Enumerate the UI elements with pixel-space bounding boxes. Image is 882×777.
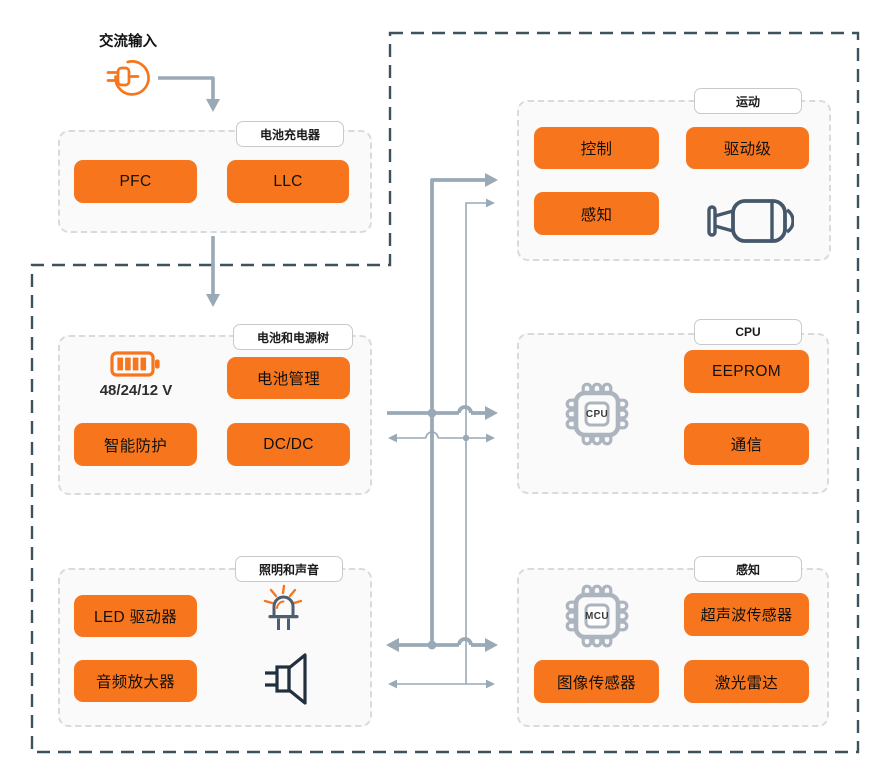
block-llc[interactable]: LLC xyxy=(227,160,349,203)
signal-bus-arrowheads xyxy=(388,198,495,689)
block-dcdc[interactable]: DC/DC xyxy=(227,423,350,466)
block-lidar[interactable]: 激光雷达 xyxy=(684,660,809,703)
block-drive-stage[interactable]: 驱动级 xyxy=(686,127,809,169)
group-motion xyxy=(517,100,831,261)
block-audio-amplifier[interactable]: 音频放大器 xyxy=(74,660,197,702)
battery-voltage-label: 48/24/12 V xyxy=(99,382,173,399)
group-lighting-sound xyxy=(58,568,372,727)
block-image-sensor[interactable]: 图像传感器 xyxy=(534,660,659,703)
badge-battery-charger: 电池充电器 xyxy=(236,121,344,147)
badge-perception: 感知 xyxy=(694,556,802,582)
badge-motion: 运动 xyxy=(694,88,802,114)
led-icon xyxy=(261,583,305,642)
mcu-chip-icon: MCU xyxy=(561,580,633,652)
block-ultrasonic-sensor[interactable]: 超声波传感器 xyxy=(684,593,809,636)
ac-plug-icon xyxy=(104,53,158,106)
cpu-chip-icon: CPU xyxy=(561,378,633,450)
battery-icon xyxy=(110,350,162,383)
badge-battery-power-tree: 电池和电源树 xyxy=(233,324,353,350)
signal-junction-dot xyxy=(462,434,470,442)
block-sensing[interactable]: 感知 xyxy=(534,192,659,235)
speaker-icon xyxy=(264,653,312,710)
power-bus xyxy=(387,178,485,647)
block-control[interactable]: 控制 xyxy=(534,127,659,169)
ac-input-label: 交流输入 xyxy=(99,34,157,50)
block-pfc[interactable]: PFC xyxy=(74,160,197,203)
mcu-chip-label: MCU xyxy=(585,610,609,622)
block-battery-management[interactable]: 电池管理 xyxy=(227,357,350,399)
badge-lighting-sound: 照明和声音 xyxy=(235,556,343,582)
power-junction-dot xyxy=(427,408,437,418)
block-eeprom[interactable]: EEPROM xyxy=(684,350,809,393)
power-junction-dot xyxy=(427,640,437,650)
block-smart-protection[interactable]: 智能防护 xyxy=(74,423,197,466)
block-led-driver[interactable]: LED 驱动器 xyxy=(74,595,197,637)
badge-cpu: CPU xyxy=(694,319,802,345)
arrowhead-down xyxy=(206,294,220,307)
ac-to-charger-line xyxy=(158,76,215,100)
power-bus-arrowheads xyxy=(386,173,498,652)
motor-icon xyxy=(706,196,795,251)
cpu-chip-label: CPU xyxy=(585,408,609,420)
signal-bus xyxy=(397,202,486,685)
block-communication[interactable]: 通信 xyxy=(684,423,809,465)
arrowhead-down xyxy=(206,99,220,112)
